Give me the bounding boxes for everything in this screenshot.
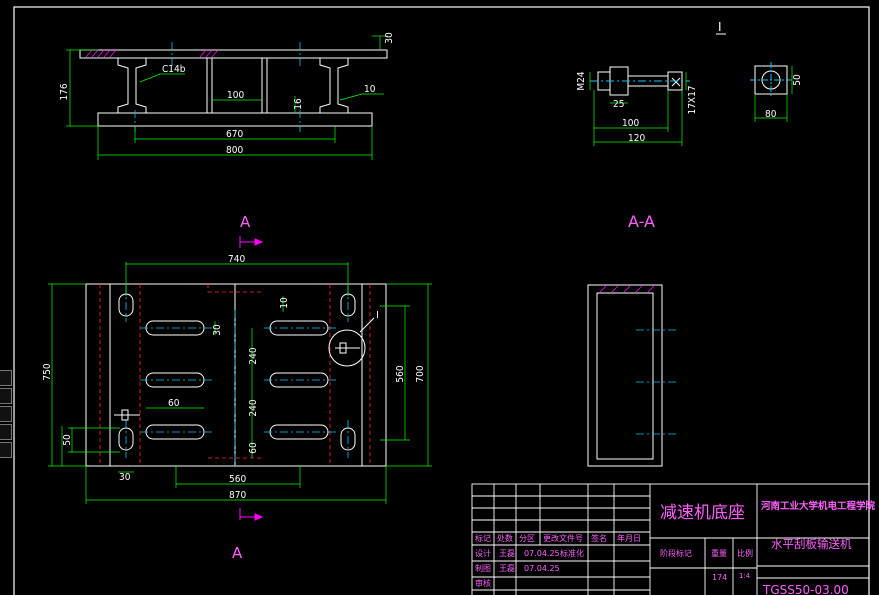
side-tab-2[interactable] bbox=[0, 388, 12, 404]
section-label-a-top: A bbox=[240, 213, 251, 231]
dim-30: 30 bbox=[384, 32, 395, 44]
cut-plane-arrows bbox=[239, 236, 264, 521]
header-col-3: 分区 bbox=[519, 534, 535, 543]
detail-label: I bbox=[718, 20, 722, 34]
design-date: 07.04.25 bbox=[524, 549, 560, 558]
header-col-2: 处数 bbox=[497, 533, 513, 543]
dim-870: 870 bbox=[229, 490, 246, 501]
detail-ref-label: I bbox=[376, 310, 379, 321]
dim-670: 670 bbox=[226, 129, 243, 140]
weight-value: 174 bbox=[712, 573, 727, 582]
dim-120: 120 bbox=[628, 133, 645, 144]
draw-date: 07.04.25 bbox=[524, 564, 560, 573]
dim-30-plan: 30 bbox=[212, 324, 223, 336]
design-name: 王磊 bbox=[499, 549, 515, 558]
dim-240-upper: 240 bbox=[248, 347, 259, 364]
section-view bbox=[587, 284, 676, 467]
left-side-tabs[interactable] bbox=[0, 370, 12, 595]
section-label-a-bottom: A bbox=[232, 544, 243, 562]
header-col-4: 更改文件号 bbox=[543, 533, 583, 543]
dim-80: 80 bbox=[765, 109, 777, 120]
dim-240-lower: 240 bbox=[248, 399, 259, 416]
design-std: 标准化 bbox=[560, 548, 584, 558]
dim-100-detail: 100 bbox=[622, 118, 639, 129]
review-label: 审核 bbox=[475, 578, 491, 588]
dim-740: 740 bbox=[228, 254, 245, 265]
dim-10: 10 bbox=[279, 297, 290, 309]
dim-60-left: 60 bbox=[168, 398, 180, 409]
scale-value: 1:4 bbox=[739, 572, 751, 580]
dim-17x17: 17X17 bbox=[687, 85, 698, 114]
design-label: 设计 bbox=[475, 548, 491, 558]
front-view: 176 30 C14b 100 16 10 670 800 bbox=[59, 32, 395, 160]
side-tab-3[interactable] bbox=[0, 406, 12, 422]
school-name: 河南工业大学机电工程学院 bbox=[761, 500, 876, 512]
dim-60-right: 60 bbox=[248, 442, 259, 454]
detail-view: I M24 25 17X1 bbox=[576, 20, 803, 146]
scale-label: 比例 bbox=[737, 548, 753, 558]
dim-700: 700 bbox=[415, 365, 426, 382]
drawing-number: TGSS50-03.00 bbox=[762, 583, 849, 595]
side-tab-4[interactable] bbox=[0, 424, 12, 440]
title-block bbox=[471, 483, 870, 595]
section-view-label: A-A bbox=[628, 212, 655, 231]
dim-176: 176 bbox=[59, 83, 70, 100]
dim-m24: M24 bbox=[576, 71, 587, 90]
label-weld-10: 10 bbox=[364, 84, 376, 95]
plan-view: I bbox=[42, 254, 432, 504]
dim-560-horiz: 560 bbox=[229, 474, 246, 485]
draw-label: 制图 bbox=[475, 563, 491, 573]
dim-16: 16 bbox=[293, 98, 304, 110]
drawing-frame bbox=[13, 6, 870, 595]
title-block-text: 减速机底座 河南工业大学机电工程学院 水平刮板输送机 TGSS50-03.00 … bbox=[475, 500, 876, 595]
label-c14b: C14b bbox=[162, 64, 186, 75]
dim-750: 750 bbox=[42, 363, 53, 380]
dim-50-plan: 50 bbox=[62, 434, 73, 446]
dim-560-vert: 560 bbox=[395, 365, 406, 382]
side-tab-5[interactable] bbox=[0, 442, 12, 458]
header-col-5: 签名 bbox=[591, 533, 607, 543]
part-name: 减速机底座 bbox=[660, 503, 745, 523]
draw-name: 王磊 bbox=[499, 564, 515, 573]
side-tab-1[interactable] bbox=[0, 370, 12, 386]
stage-label: 阶段标记 bbox=[660, 548, 692, 558]
dim-800: 800 bbox=[226, 145, 243, 156]
dim-50-detail: 50 bbox=[792, 74, 803, 86]
weight-label: 重量 bbox=[711, 548, 727, 558]
dim-25: 25 bbox=[613, 99, 624, 110]
header-col-6: 年月日 bbox=[617, 533, 641, 543]
header-col-1: 标记 bbox=[475, 533, 491, 543]
machine-name: 水平刮板输送机 bbox=[771, 537, 852, 551]
dim-100: 100 bbox=[227, 90, 244, 101]
dim-30-bottom: 30 bbox=[119, 472, 131, 483]
